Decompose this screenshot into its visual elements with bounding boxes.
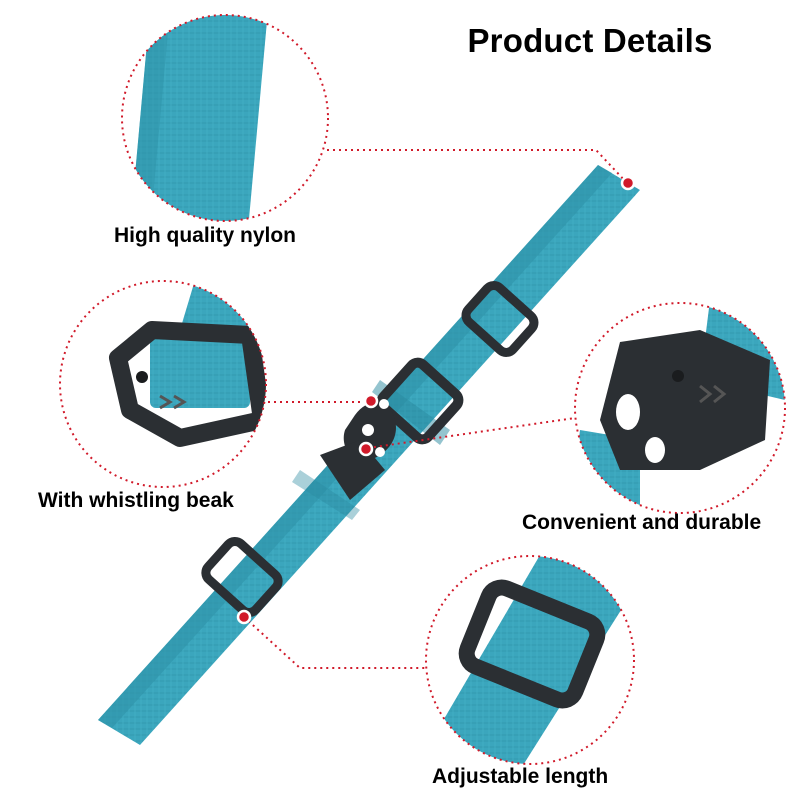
feature-label-length: Adjustable length [432, 765, 609, 788]
buckle-closeup [574, 302, 786, 514]
feature-label-nylon: High quality nylon [114, 224, 296, 247]
center-clip-buckle [320, 357, 464, 500]
page-title: Product Details [467, 22, 713, 59]
feature-label-durable: Convenient and durable [522, 511, 762, 534]
callout-dots [236, 175, 636, 625]
nylon-closeup [121, 14, 329, 222]
whistle-closeup [59, 280, 267, 488]
feature-label-whistle: With whistling beak [38, 489, 234, 512]
slider-closeup [425, 555, 635, 765]
callout-lines [243, 149, 627, 669]
lower-slider-buckle [201, 536, 283, 618]
upper-slider-buckle [461, 281, 539, 357]
